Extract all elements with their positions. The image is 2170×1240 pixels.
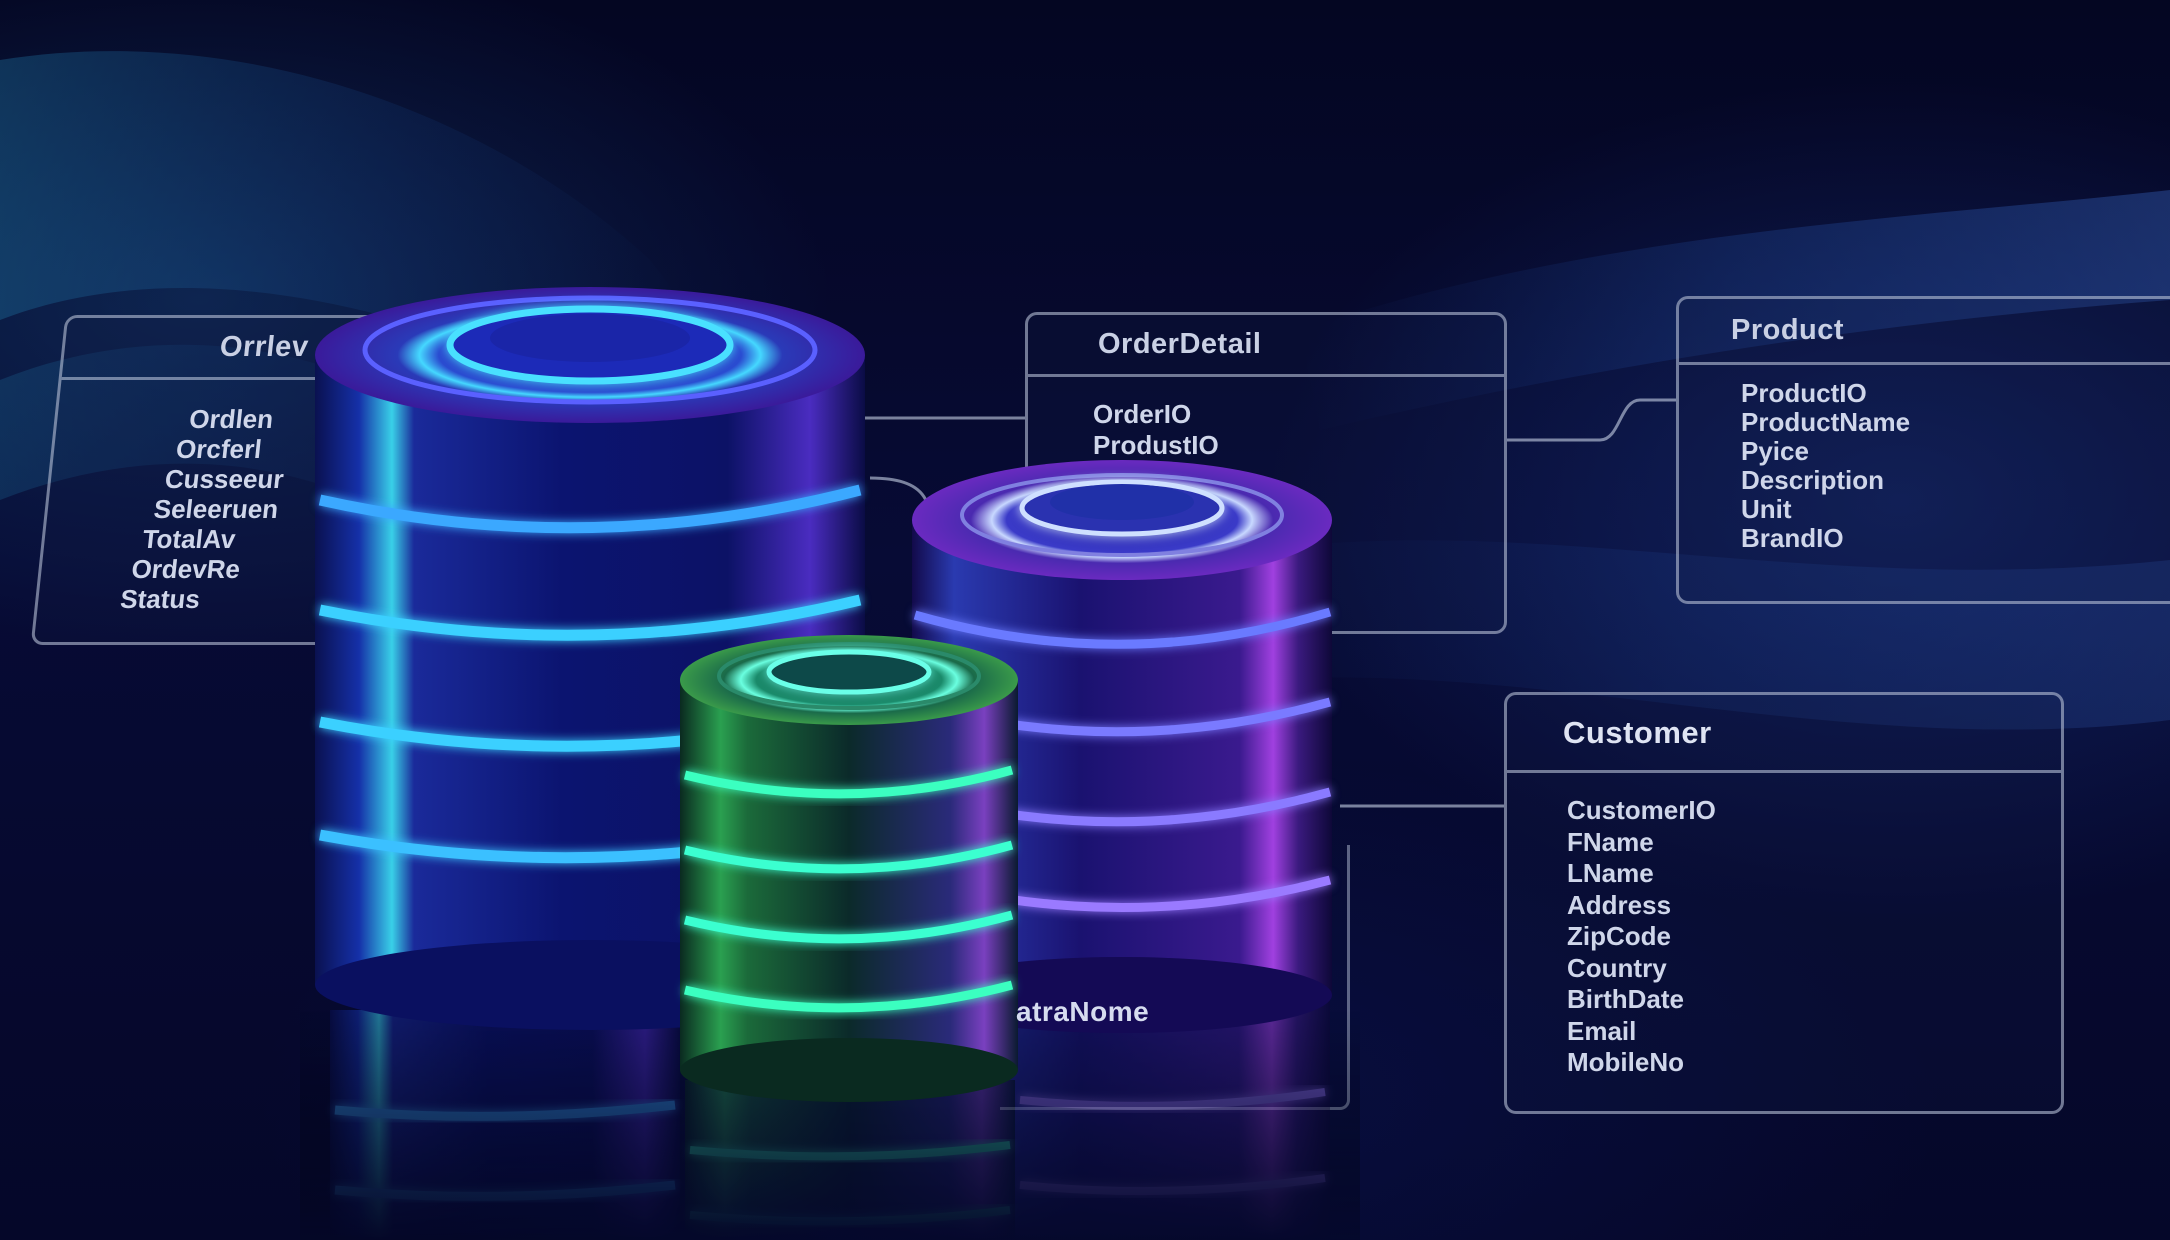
- list-item: Description: [1741, 465, 1885, 495]
- list-item: Email: [1567, 1015, 1637, 1046]
- glow-ring: [683, 910, 1014, 944]
- glow-ring: [913, 607, 1332, 649]
- wave-shape: [1200, 540, 2170, 730]
- connector-line: [1507, 398, 1676, 442]
- product-field-list: ProductIO ProductName Pyice Description …: [1679, 365, 2170, 553]
- list-item: ProductIO: [1741, 378, 1867, 408]
- list-item: CustomerIO: [1567, 795, 1716, 825]
- list-item: Unit: [1741, 494, 1792, 524]
- list-item: Country: [1567, 952, 1667, 983]
- wave-shape: [1300, 190, 2170, 430]
- list-item: OrderIO: [1093, 399, 1192, 429]
- data-name-label: atraNome: [1016, 996, 1150, 1027]
- glow-ring: [318, 484, 862, 534]
- list-item: BrandIO: [1741, 523, 1844, 553]
- list-item: MobileNo: [1567, 1047, 1684, 1077]
- glow-ring: [683, 840, 1014, 874]
- order-detail-table-title: OrderDetail: [1028, 315, 1504, 377]
- product-table-card: Product ProductIO ProductName Pyice Desc…: [1676, 296, 2170, 604]
- glow-ring: [318, 594, 862, 641]
- customer-table-title: Customer: [1507, 695, 2061, 773]
- order-detail-field-list: OrderIO ProdustIO: [1028, 377, 1504, 461]
- product-table-title: Product: [1679, 299, 2170, 365]
- list-item: BirthDate: [1567, 984, 1685, 1014]
- list-item: ProductName: [1741, 407, 1911, 437]
- list-item: ZipCode: [1567, 921, 1671, 951]
- customer-field-list: CustomerIO FName LName Address ZipCode C…: [1507, 773, 2061, 1079]
- list-item: ProdustIO: [1093, 430, 1219, 460]
- list-item: LName: [1567, 858, 1654, 888]
- glow-ring: [683, 765, 1014, 799]
- database-icon: [680, 635, 1018, 1102]
- list-item: Address: [1567, 889, 1672, 920]
- glow-ring: [683, 980, 1014, 1013]
- customer-table-card: Customer CustomerIO FName LName Address …: [1504, 692, 2064, 1114]
- list-item: FName: [1567, 826, 1654, 857]
- list-item: Pyice: [1741, 436, 1809, 466]
